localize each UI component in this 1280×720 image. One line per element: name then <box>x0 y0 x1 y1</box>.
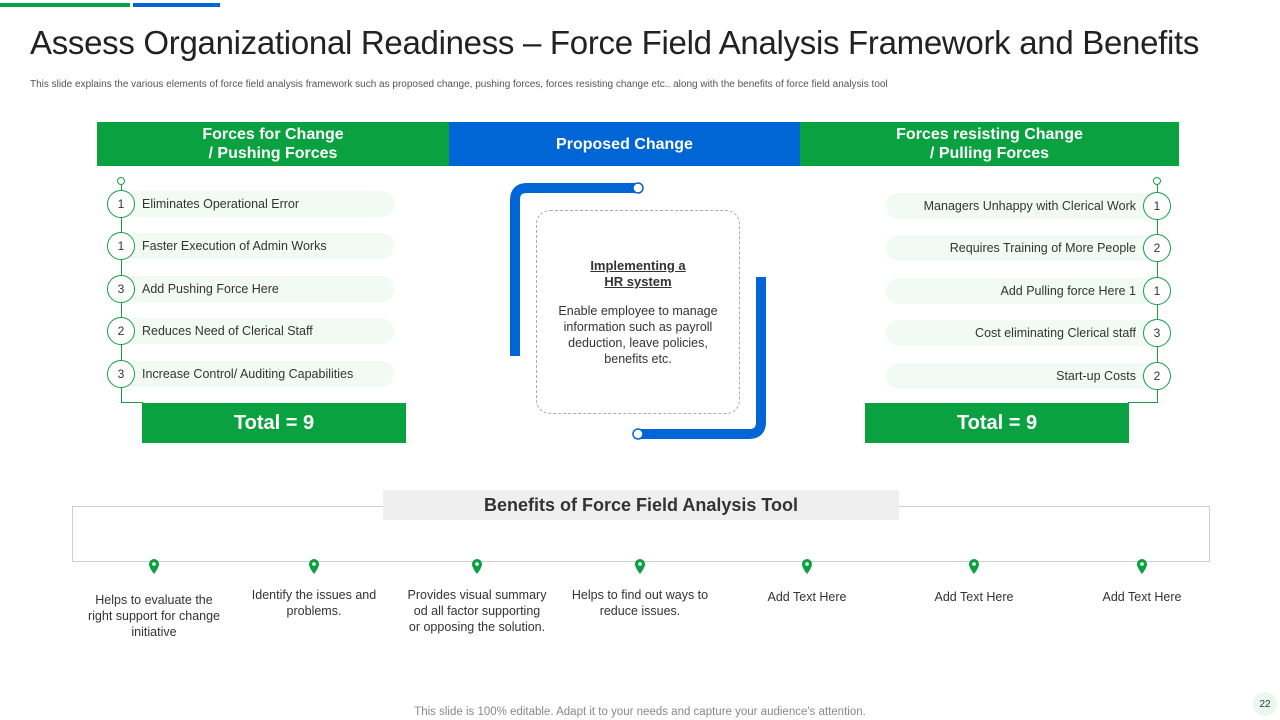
benefit-text: Add Text Here <box>934 590 1014 604</box>
proposed-change-box <box>536 210 740 414</box>
benefits-title: Benefits of Force Field Analysis Tool <box>383 490 899 520</box>
footer-note: This slide is 100% editable. Adapt it to… <box>414 706 866 718</box>
header-right-line2: / Pulling Forces <box>929 145 1050 162</box>
list-item-pill <box>886 320 1158 346</box>
right-score-circle: 2 <box>1143 234 1171 262</box>
map-pin-icon <box>635 559 645 574</box>
list-item-pill <box>122 361 394 387</box>
right-force-label: Add Pulling force Here 1 <box>1000 284 1137 298</box>
proposed-title-line2: HR system <box>604 274 672 289</box>
header-forces-resisting-change: Forces resisting Change / Pulling Forces <box>800 122 1179 166</box>
left-force-label: Faster Execution of Admin Works <box>142 239 327 253</box>
right-force-label: Cost eliminating Clerical staff <box>975 326 1136 340</box>
right-timeline-top-dot <box>1153 177 1161 185</box>
header-proposed-change: Proposed Change <box>449 122 800 166</box>
list-item-pill <box>122 191 394 217</box>
right-timeline-foot <box>1128 402 1158 403</box>
map-pin-icon <box>309 559 319 574</box>
map-pin-icon <box>149 559 159 574</box>
list-item-pill <box>886 235 1158 261</box>
benefit-text: Add Text Here <box>1102 590 1182 604</box>
page-number: 22 <box>1253 692 1277 716</box>
benefit-text: Helps to evaluate the right support for … <box>87 593 221 639</box>
map-pin-icon <box>802 559 812 574</box>
page-title: Assess Organizational Readiness – Force … <box>30 24 1200 61</box>
list-item-pill <box>886 193 1158 219</box>
right-force-label: Start-up Costs <box>1056 369 1136 383</box>
list-item-pill <box>122 233 394 259</box>
right-total-box: Total = 9 <box>865 403 1129 443</box>
benefit-text: Helps to find out ways to reduce issues. <box>571 588 709 618</box>
left-score-circle: 3 <box>107 275 135 303</box>
left-score-circle: 1 <box>107 232 135 260</box>
right-score-circle: 1 <box>1143 192 1171 220</box>
right-score-circle: 1 <box>1143 277 1171 305</box>
header-left-line2: / Pushing Forces <box>208 145 338 162</box>
accent-bar-green <box>0 3 130 7</box>
left-timeline-foot <box>121 402 143 403</box>
header-right-line1: Forces resisting Change <box>896 126 1083 143</box>
right-score-circle: 3 <box>1143 319 1171 347</box>
left-score-circle: 3 <box>107 360 135 388</box>
left-total-box: Total = 9 <box>142 403 406 443</box>
proposed-change-description: Enable employee to manage information su… <box>558 304 718 366</box>
left-force-label: Reduces Need of Clerical Staff <box>142 324 313 338</box>
benefit-text: Add Text Here <box>767 590 847 604</box>
list-item-pill <box>886 278 1158 304</box>
proposed-title-line1: Implementing a <box>590 258 686 273</box>
left-force-label: Increase Control/ Auditing Capabilities <box>142 367 354 381</box>
left-force-label: Eliminates Operational Error <box>142 197 300 211</box>
right-score-circle: 2 <box>1143 362 1171 390</box>
list-item-pill <box>122 276 394 302</box>
accent-bar-blue <box>133 3 220 7</box>
map-pin-icon <box>1137 559 1147 574</box>
left-timeline-top-dot <box>117 177 125 185</box>
right-force-label: Managers Unhappy with Clerical Work <box>923 199 1136 213</box>
map-pin-icon <box>969 559 979 574</box>
left-force-label: Add Pushing Force Here <box>142 282 279 296</box>
left-score-circle: 2 <box>107 317 135 345</box>
header-left-line1: Forces for Change <box>202 126 344 143</box>
proposed-change-bracket-top <box>510 182 644 356</box>
list-item-pill <box>886 363 1158 389</box>
map-pin-icon <box>472 559 482 574</box>
proposed-change-title: Implementing a HR system <box>536 258 740 290</box>
benefit-text: Provides visual summary od all factor su… <box>407 588 547 634</box>
proposed-change-bracket-bottom <box>632 277 766 440</box>
page-subtitle: This slide explains the various elements… <box>30 79 888 90</box>
benefit-text: Identify the issues and problems. <box>251 588 377 618</box>
left-score-circle: 1 <box>107 190 135 218</box>
list-item-pill <box>122 318 394 344</box>
header-forces-for-change: Forces for Change / Pushing Forces <box>97 122 449 166</box>
header-center-label: Proposed Change <box>556 135 693 153</box>
right-force-label: Requires Training of More People <box>949 241 1136 255</box>
